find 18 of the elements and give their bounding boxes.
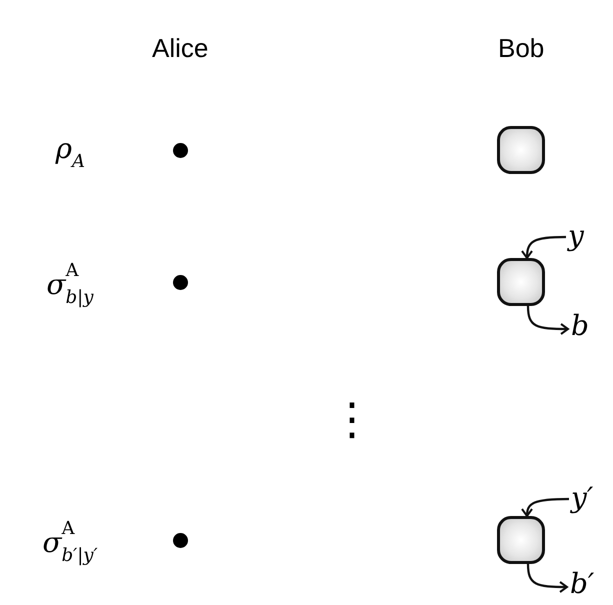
math-symbol: ρ$_{A}$ — [56, 132, 85, 172]
curved-arrow — [521, 498, 570, 517]
column-heading: Alice — [152, 32, 208, 64]
dot — [172, 142, 188, 158]
dot — [172, 532, 188, 548]
variable-label: y′ — [571, 484, 594, 512]
variable-label: y — [568, 222, 584, 250]
curved-arrow — [526, 564, 568, 593]
dot — [172, 274, 188, 290]
vertical-ellipsis: ⋮ — [330, 398, 374, 442]
variable-label: b′ — [570, 570, 594, 598]
rounded-box — [497, 516, 545, 564]
rounded-box — [497, 126, 545, 174]
curved-arrow — [526, 306, 569, 335]
column-heading: Bob — [498, 32, 544, 64]
variable-label: b — [571, 312, 589, 340]
curved-arrow — [521, 236, 566, 259]
rounded-box — [497, 258, 545, 306]
